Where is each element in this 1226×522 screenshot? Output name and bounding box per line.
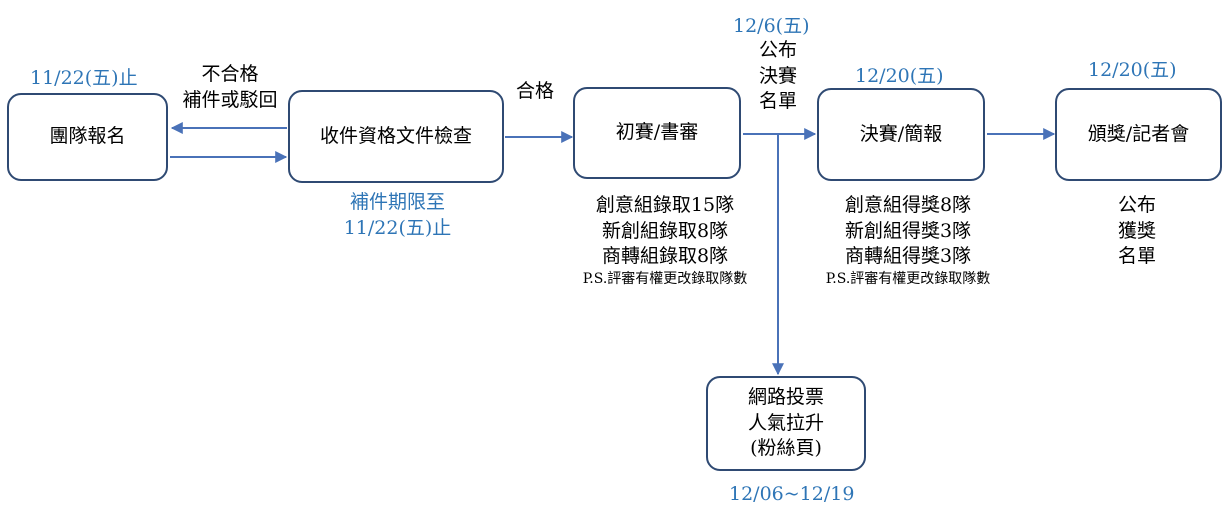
box-vote-line-2: 人氣拉升 [747, 411, 824, 434]
award-label-line-1: 公布 [1117, 194, 1156, 216]
box-final-label: 決賽/簡報 [859, 122, 943, 145]
box-vote-line-3: (粉絲頁) [750, 437, 822, 460]
box-final: 決賽/簡報 [817, 88, 985, 181]
box-preliminary: 初賽/書審 [573, 87, 741, 179]
box-vote: 網路投票 人氣拉升 (粉絲頁) [706, 376, 866, 471]
award-label-line-2: 獲獎 [1117, 219, 1156, 242]
box-doc-check: 收件資格文件檢查 [288, 90, 504, 183]
announce-label: 公布 決賽 名單 [748, 38, 808, 115]
vote-period: 12/06~12/19 [729, 483, 855, 505]
preliminary-quota-line-3: 商轉組錄取8隊 [601, 245, 729, 268]
box-register: 團隊報名 [7, 93, 168, 181]
announce-date: 12/6(五) [733, 15, 810, 37]
preliminary-note: P.S.評審有權更改錄取隊數 [582, 270, 748, 287]
final-note: P.S.評審有權更改錄取隊數 [825, 270, 991, 287]
final-quota-line-2: 新創組得獎3隊 [844, 219, 972, 242]
box-vote-line-1: 網路投票 [747, 386, 824, 409]
fail-label-line-2: 補件或駁回 [182, 88, 278, 111]
supplement-deadline: 補件期限至 11/22(五)止 [330, 190, 465, 241]
announce-label-line-1: 公布 [758, 39, 797, 61]
preliminary-quota-line-1: 創意組錄取15隊 [595, 194, 735, 216]
box-doc-check-label: 收件資格文件檢查 [319, 124, 472, 147]
announce-label-line-2: 決賽 [758, 64, 797, 87]
final-date: 12/20(五) [855, 65, 944, 87]
award-date: 12/20(五) [1088, 59, 1177, 81]
supplement-deadline-line-1: 補件期限至 [349, 191, 445, 213]
preliminary-quota: 創意組錄取15隊 新創組錄取8隊 商轉組錄取8隊 P.S.評審有權更改錄取隊數 [565, 193, 765, 289]
preliminary-quota-line-2: 新創組錄取8隊 [601, 219, 729, 242]
box-award-label: 頒獎/記者會 [1087, 122, 1190, 145]
fail-label: 不合格 補件或駁回 [172, 62, 288, 113]
supplement-deadline-line-2: 11/22(五)止 [343, 216, 452, 239]
final-quota-line-3: 商轉組得獎3隊 [844, 245, 972, 268]
box-preliminary-label: 初賽/書審 [615, 121, 699, 144]
box-register-label: 團隊報名 [49, 125, 126, 148]
award-label-line-3: 名單 [1117, 245, 1156, 268]
pass-label: 合格 [516, 80, 555, 102]
fail-label-line-1: 不合格 [201, 63, 259, 85]
final-quota: 創意組得獎8隊 新創組得獎3隊 商轉組得獎3隊 P.S.評審有權更改錄取隊數 [803, 193, 1013, 289]
box-award: 頒獎/記者會 [1055, 88, 1222, 181]
award-label: 公布 獲獎 名單 [1107, 193, 1167, 270]
final-quota-line-1: 創意組得獎8隊 [844, 194, 972, 216]
register-deadline: 11/22(五)止 [30, 67, 138, 89]
announce-label-line-3: 名單 [758, 90, 797, 113]
